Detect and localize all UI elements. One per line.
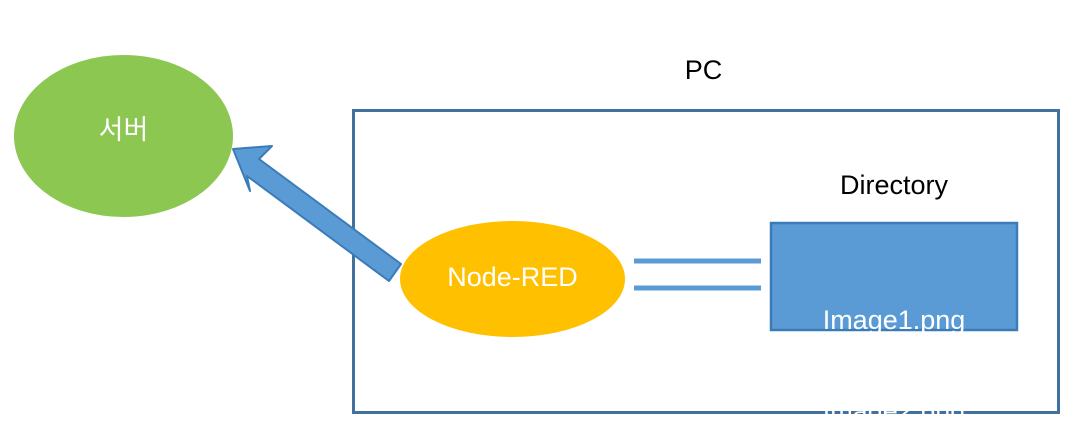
file-item: Image2.png [822, 396, 966, 427]
directory-file-list: Image1.png Image2.png [770, 245, 1018, 438]
nodered-ellipse[interactable] [400, 221, 625, 337]
pc-label: PC [684, 55, 723, 85]
directory-label: Directory [839, 170, 948, 200]
server-label: 서버 [98, 115, 149, 145]
directory-rectangle[interactable] [769, 221, 1019, 332]
server-ellipse[interactable] [14, 55, 233, 217]
file-item: Image1.png [822, 305, 966, 336]
nodered-label: Node-RED [447, 262, 578, 292]
arrow-nodered-to-server[interactable] [232, 145, 402, 282]
